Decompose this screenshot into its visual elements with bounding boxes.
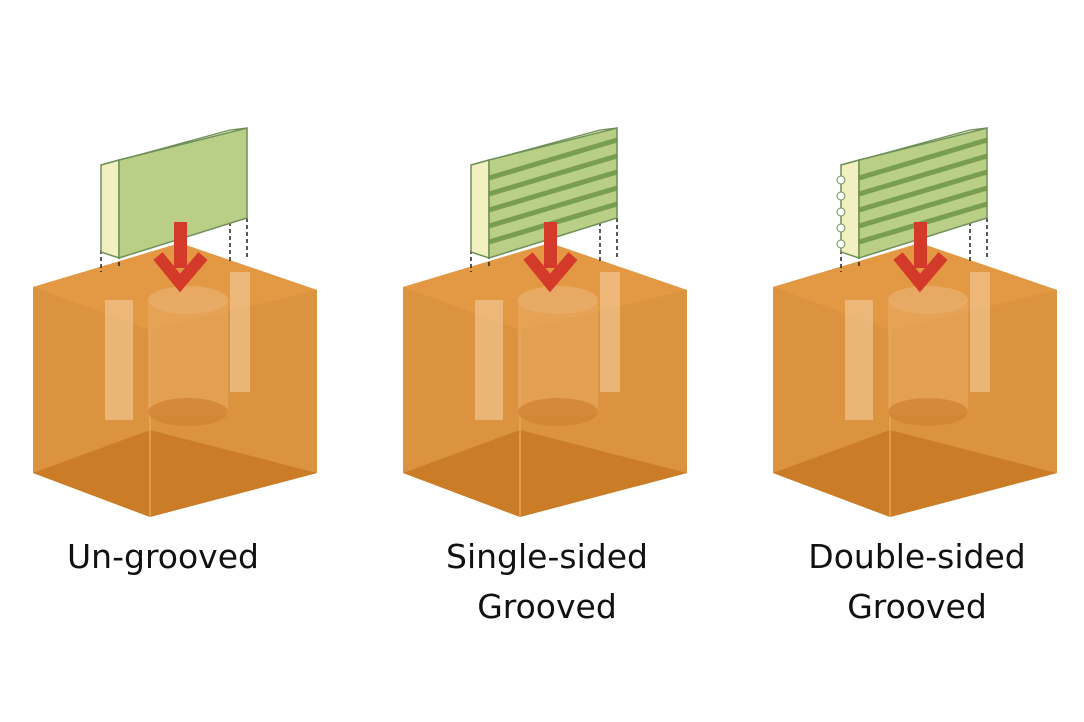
- cylinder-hole: [888, 300, 968, 415]
- block-bottom-face: [33, 430, 317, 517]
- edge-groove: [836, 175, 846, 185]
- slot-left: [845, 300, 873, 420]
- label-line-2: Grooved: [477, 587, 617, 626]
- slot-right: [230, 272, 250, 392]
- block-bottom-face: [403, 430, 687, 517]
- panel-illustration: [773, 127, 1057, 517]
- panel-label-single-sided: Single-sided Grooved: [397, 532, 697, 632]
- arrow-head: [153, 252, 208, 293]
- arrow-head: [523, 252, 578, 293]
- arrow-shaft: [544, 222, 557, 268]
- block-bottom-face: [773, 430, 1057, 517]
- groove: [858, 185, 988, 229]
- slot-right: [970, 272, 990, 392]
- panel-label-double-sided: Double-sided Grooved: [767, 532, 1067, 632]
- cylinder-bottom: [518, 398, 598, 426]
- cylinder-top: [148, 286, 228, 314]
- cylinder-top: [888, 286, 968, 314]
- arrow-shaft: [914, 222, 927, 268]
- card-top: [840, 127, 988, 166]
- card-top: [100, 127, 248, 166]
- label-line-1: Single-sided: [446, 537, 648, 576]
- cylinder-bottom: [888, 398, 968, 426]
- groove: [488, 169, 618, 213]
- label-line-2: Grooved: [847, 587, 987, 626]
- label-line-1: Double-sided: [808, 537, 1026, 576]
- edge-groove: [836, 207, 846, 217]
- slot-right: [600, 272, 620, 392]
- block-top-face: [33, 243, 317, 330]
- cylinder-hole: [148, 300, 228, 415]
- card-edge: [470, 159, 490, 260]
- card-edge: [100, 159, 120, 260]
- groove: [858, 153, 988, 197]
- block-top-face: [403, 243, 687, 330]
- arrow-shaft: [174, 222, 187, 268]
- edge-groove: [836, 223, 846, 233]
- label-line-1: Un-grooved: [67, 537, 259, 576]
- panel-label-ungrooved: Un-grooved: [13, 532, 313, 582]
- cylinder-hole: [518, 300, 598, 415]
- panel-illustration: [403, 127, 687, 517]
- slot-left: [475, 300, 503, 420]
- card-top: [470, 127, 618, 166]
- groove: [858, 137, 988, 181]
- cylinder-bottom: [148, 398, 228, 426]
- groove: [488, 185, 618, 229]
- groove: [488, 137, 618, 181]
- cylinder-top: [518, 286, 598, 314]
- arrow-head: [893, 252, 948, 293]
- slot-left: [105, 300, 133, 420]
- groove: [858, 169, 988, 213]
- block-top-face: [773, 243, 1057, 330]
- edge-groove: [836, 191, 846, 201]
- panel-illustration: [33, 127, 317, 517]
- groove: [488, 153, 618, 197]
- edge-groove: [836, 239, 846, 249]
